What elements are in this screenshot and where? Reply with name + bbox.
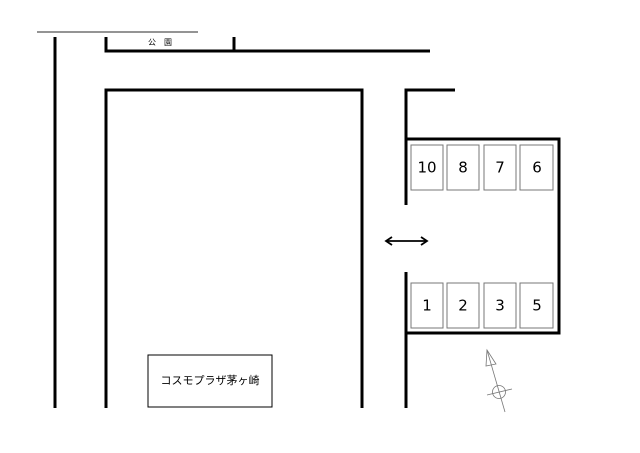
space-number: 10	[417, 159, 436, 177]
building-label-box	[147, 354, 273, 408]
parking-lot-outline	[404, 88, 561, 408]
space-number: 1	[422, 297, 432, 315]
space-number: 3	[495, 297, 505, 315]
parking-space[interactable]: 7	[483, 144, 517, 191]
park-outline	[104, 37, 430, 53]
park-label: 公 園	[148, 38, 172, 47]
parking-space[interactable]: 3	[483, 282, 517, 329]
space-number: 6	[532, 159, 542, 177]
parking-space[interactable]: 10	[410, 144, 444, 191]
double-arrow-icon	[384, 236, 429, 246]
space-number: 8	[458, 159, 468, 177]
parking-space[interactable]: 5	[519, 282, 554, 329]
bottom-row-spaces: 1 2 3 5	[410, 282, 554, 329]
top-row-spaces: 10 8 7 6	[410, 144, 554, 191]
compass-north-icon	[485, 348, 513, 413]
building-label: コスモプラザ茅ヶ崎	[161, 373, 260, 387]
space-number: 7	[495, 159, 505, 177]
parking-space[interactable]: 8	[446, 144, 480, 191]
building-block-outline	[104, 88, 364, 408]
parking-space[interactable]: 2	[446, 282, 480, 329]
parking-space[interactable]: 6	[519, 144, 554, 191]
space-number: 5	[532, 297, 542, 315]
parking-space[interactable]: 1	[410, 282, 444, 329]
space-number: 2	[458, 297, 468, 315]
